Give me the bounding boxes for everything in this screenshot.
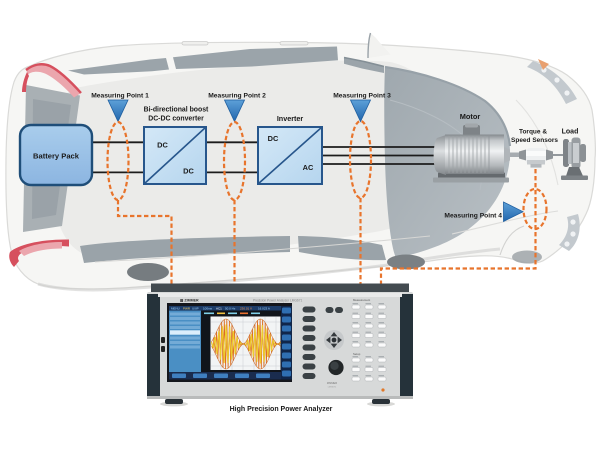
- svg-text:Bi-directional boost: Bi-directional boost: [144, 107, 209, 114]
- svg-text:Inverter: Inverter: [277, 114, 304, 123]
- svg-text:PWR: PWR: [183, 307, 191, 311]
- svg-text:Precision Power Analyzer LMG: Precision Power Analyzer LMG671: [253, 299, 302, 303]
- svg-text:50.0 Hz: 50.0 Hz: [225, 307, 236, 311]
- svg-text:Motor: Motor: [460, 112, 481, 121]
- svg-text:Load: Load: [562, 129, 579, 136]
- svg-text:DC: DC: [268, 134, 279, 143]
- svg-text:MENU: MENU: [171, 307, 180, 311]
- svg-text:DC: DC: [183, 167, 194, 176]
- svg-text:Battery Pack: Battery Pack: [33, 152, 80, 161]
- svg-text:Measuring Point 4: Measuring Point 4: [444, 213, 502, 220]
- svg-text:Setup: Setup: [353, 352, 361, 356]
- svg-text:Torque &: Torque &: [519, 129, 547, 136]
- svg-text:Measuring Point 1: Measuring Point 1: [91, 93, 149, 100]
- svg-text:DC-DC converter: DC-DC converter: [148, 116, 204, 123]
- svg-text:LMG671: LMG671: [328, 387, 337, 389]
- svg-text:Measuring Point 2: Measuring Point 2: [208, 93, 266, 100]
- svg-text:▤ ZIMMER: ▤ ZIMMER: [180, 299, 199, 303]
- svg-text:100ms: 100ms: [203, 307, 213, 311]
- svg-text:High Precision Power Analyzer: High Precision Power Analyzer: [230, 406, 333, 413]
- svg-text:16.023 A: 16.023 A: [258, 307, 270, 311]
- svg-text:AC1: AC1: [216, 307, 222, 311]
- svg-text:Measuring Point 3: Measuring Point 3: [333, 93, 391, 100]
- svg-text:ZIMMER: ZIMMER: [327, 381, 337, 385]
- svg-text:230.01 V: 230.01 V: [240, 307, 252, 311]
- svg-text:Speed Sensors: Speed Sensors: [511, 137, 558, 144]
- svg-text:DC: DC: [157, 141, 168, 150]
- svg-text:AC: AC: [303, 163, 314, 172]
- svg-text:U/I/P: U/I/P: [192, 307, 199, 311]
- svg-text:Measurement: Measurement: [353, 298, 370, 302]
